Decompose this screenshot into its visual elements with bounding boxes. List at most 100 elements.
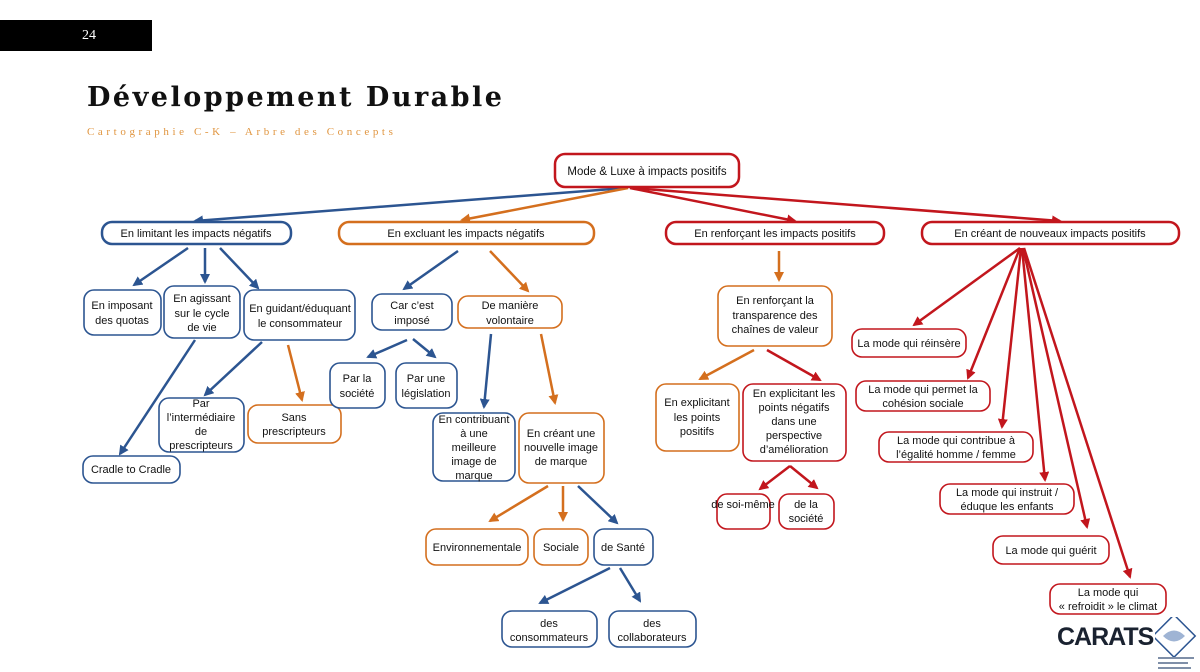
node-creant-label: En créant de nouveaux impacts positifs (954, 228, 1146, 240)
nodes: Mode & Luxe à impacts positifs En limita… (82, 152, 1181, 648)
svg-text:de soi-même: de soi-même (711, 499, 775, 511)
arrow-root-renforcant (629, 186, 797, 225)
arrows (118, 186, 1133, 605)
arrow-negatifs-soi (758, 465, 791, 491)
arrow-transparence-positifs (698, 348, 755, 381)
arrow-guidant-intermediaire (203, 341, 263, 397)
arrow-creant-egalite (997, 247, 1023, 429)
arrow-limitant-quotas (132, 246, 189, 287)
node-root-label: Mode & Luxe à impacts positifs (567, 166, 726, 178)
node-soi-meme: de soi-même (711, 493, 775, 530)
page-number-box: 24 (0, 20, 152, 51)
node-renforcant: En renforçant les impacts positifs (664, 220, 886, 246)
arrow-volontaire-contribuant (479, 333, 493, 409)
node-guerit-label: La mode qui guérit (1005, 545, 1096, 557)
arrow-sante-consommateurs (538, 566, 611, 605)
node-quotas: En imposant des quotas (83, 289, 162, 336)
page-number: 24 (82, 28, 96, 43)
institute-emblem-icon (1155, 617, 1200, 672)
arrow-excluant-impose (402, 249, 459, 291)
node-quotas-line: En imposant (91, 300, 152, 312)
arrow-negatifs-societe (789, 465, 819, 490)
arrow-excluant-volontaire (489, 250, 530, 293)
arrow-transparence-negatifs (766, 348, 822, 382)
svg-text:La mode qui instruit /éduque l: La mode qui instruit /éduque les enfants (956, 487, 1059, 513)
arrow-nouvelle-environnementale (488, 484, 549, 523)
arrow-creant-instruit (1020, 247, 1050, 482)
arrow-root-limitant (193, 186, 626, 226)
node-reinsere: La mode qui réinsère (851, 328, 967, 358)
arrow-cycle-cradle (118, 339, 197, 456)
node-guerit: La mode qui guérit (992, 535, 1110, 565)
arrow-sante-collaborateurs (618, 567, 642, 603)
node-root: Mode & Luxe à impacts positifs (553, 152, 741, 189)
page-title: Développement Durable (87, 82, 505, 113)
arrow-impose-societe (366, 338, 408, 359)
arrow-root-creant (631, 186, 1062, 226)
carats-logo: CARATS (1057, 623, 1154, 651)
arrow-creant-refroidit (1022, 247, 1133, 579)
page-subtitle: Cartographie C-K – Arbre des Concepts (87, 126, 397, 138)
node-cradle-label: Cradle to Cradle (91, 464, 171, 476)
arrow-limitant-guidant (219, 247, 260, 290)
node-limitant: En limitant les impacts négatifs (100, 220, 293, 246)
svg-text:La mode qui« refroidit » le cl: La mode qui« refroidit » le climat (1059, 587, 1157, 613)
node-excluant-label: En excluant les impacts négatifs (387, 228, 545, 240)
node-renforcant-label: En renforçant les impacts positifs (694, 228, 856, 240)
node-quotas-line: des quotas (95, 315, 149, 327)
node-instruit: La mode qui instruit /éduque les enfants (939, 483, 1075, 515)
node-sante-label: de Santé (601, 542, 645, 554)
arrow-guidant-sans (286, 344, 305, 402)
node-environnementale-label: Environnementale (433, 542, 522, 554)
node-limitant-label: En limitant les impacts négatifs (120, 228, 272, 240)
node-cradle: Cradle to Cradle (82, 455, 181, 484)
node-sante: de Santé (593, 528, 654, 566)
node-excluant: En excluant les impacts négatifs (337, 220, 596, 246)
arrow-creant-guerit (1021, 247, 1091, 529)
node-sociale: Sociale (533, 528, 589, 566)
node-creant: En créant de nouveaux impacts positifs (920, 220, 1181, 246)
node-environnementale: Environnementale (425, 528, 529, 566)
arrow-root-excluant (460, 186, 629, 224)
arrow-nouvelle-sante (577, 485, 619, 525)
svg-text:La mode qui contribue àl’égali: La mode qui contribue àl’égalité homme /… (896, 435, 1016, 461)
arrow-creant-reinsere (912, 246, 1021, 327)
node-reinsere-label: La mode qui réinsère (857, 338, 960, 350)
